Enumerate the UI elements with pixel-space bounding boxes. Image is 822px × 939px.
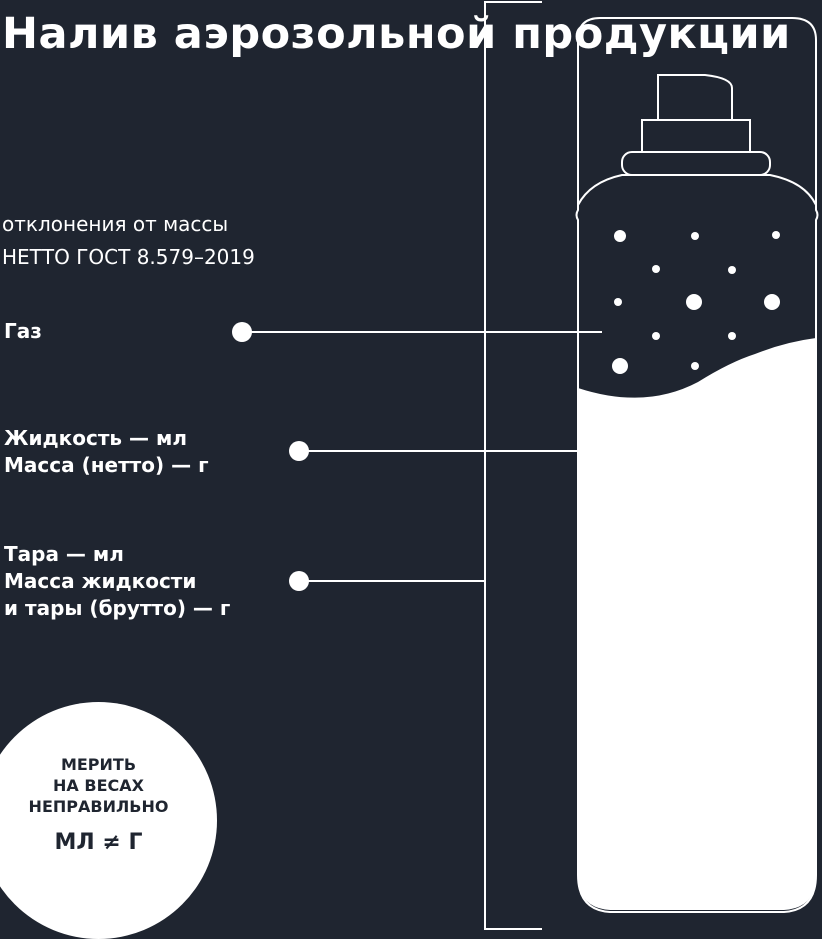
tare-label-line-2: Масса жидкости (4, 569, 197, 593)
can-collar (621, 151, 771, 176)
liquid-leader-line (299, 450, 577, 452)
badge-line-2: НА ВЕСАХ (53, 776, 144, 795)
valve-stem (641, 119, 751, 153)
tare-marker-dot (289, 571, 309, 591)
tare-label-line-3: и тары (брутто) — г (4, 596, 231, 620)
can-shoulder (577, 174, 817, 206)
gas-bubble (652, 332, 660, 340)
subtitle: отклонения от массы НЕТТО ГОСТ 8.579–201… (2, 208, 255, 274)
gas-bubble (728, 266, 736, 274)
liquid-label-line-2: Масса (нетто) — г (4, 453, 209, 477)
gas-bubble (764, 294, 780, 310)
aerosol-can-illustration (575, 17, 819, 913)
badge-line-3: НЕПРАВИЛЬНО (28, 797, 169, 816)
gas-label: Газ (4, 319, 42, 343)
liquid-label-line-1: Жидкость — мл (4, 426, 187, 450)
gas-bubble (686, 294, 702, 310)
can-cap-outline (577, 17, 817, 205)
gas-bubble (728, 332, 736, 340)
liquid-marker-dot (289, 441, 309, 461)
gas-bubble (772, 231, 780, 239)
gas-bubble (614, 230, 626, 242)
badge-text: МЕРИТЬ НА ВЕСАХ НЕПРАВИЛЬНО (0, 754, 217, 817)
subtitle-line-2: НЕТТО ГОСТ 8.579–2019 (2, 245, 255, 269)
warning-badge: МЕРИТЬ НА ВЕСАХ НЕПРАВИЛЬНО МЛ ≠ Г (0, 702, 217, 939)
badge-formula: МЛ ≠ Г (54, 830, 143, 855)
subtitle-line-1: отклонения от массы (2, 212, 229, 236)
gas-bubble (691, 362, 699, 370)
gas-bubble (612, 358, 628, 374)
gas-bubble (614, 298, 622, 306)
badge-line-1: МЕРИТЬ (60, 755, 137, 774)
gas-leader-line (242, 331, 602, 333)
tare-bracket (484, 1, 542, 930)
can-body-outline (575, 205, 819, 913)
spray-nozzle (657, 74, 733, 120)
liquid-label: Жидкость — мл Масса (нетто) — г (4, 425, 209, 479)
tare-label: Тара — мл Масса жидкости и тары (брутто)… (4, 541, 230, 622)
liquid-fill (578, 338, 816, 910)
gas-marker-dot (232, 322, 252, 342)
tare-leader-line (299, 580, 485, 582)
gas-bubble (652, 265, 660, 273)
gas-bubble (691, 232, 699, 240)
gas-bubbles (612, 230, 780, 374)
tare-label-line-1: Тара — мл (4, 542, 124, 566)
